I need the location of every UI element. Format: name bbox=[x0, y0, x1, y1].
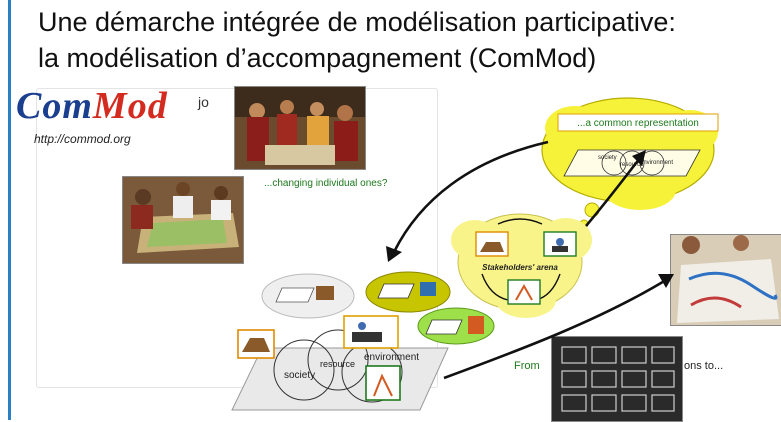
individual-cloud-green bbox=[417, 307, 495, 345]
venn-society-base: society bbox=[284, 370, 315, 381]
base-platform bbox=[231, 315, 449, 411]
venn-resource-top: resource bbox=[620, 162, 644, 168]
photo-villagers-board bbox=[122, 176, 244, 264]
arrow-to-common-head bbox=[632, 150, 646, 166]
changing-individual-label: ...changing individual ones? bbox=[264, 178, 388, 189]
logo-com: Com bbox=[16, 85, 93, 127]
photo-map-table bbox=[670, 234, 781, 326]
individual-cloud-grey bbox=[261, 273, 355, 319]
venn-environment-top: environment bbox=[640, 160, 673, 166]
title-line-2: la modélisation d’accompagnement (ComMod… bbox=[38, 43, 597, 73]
stakeholders-arena-cloud bbox=[451, 213, 592, 318]
photo-blackboard bbox=[551, 336, 683, 422]
venn-environment-base: environment bbox=[364, 352, 419, 363]
photo-monks-game bbox=[234, 86, 366, 170]
common-representation-label-box bbox=[557, 113, 719, 132]
arrow-to-photos bbox=[443, 278, 667, 380]
arrow-to-individual bbox=[392, 140, 549, 253]
individual-cloud-olive bbox=[365, 271, 451, 313]
slide-left-border bbox=[8, 0, 11, 420]
from-label: From bbox=[514, 360, 540, 372]
arrow-to-individual-head bbox=[386, 246, 402, 262]
ons-to-label: ons to... bbox=[684, 360, 723, 372]
title-line-1: Une démarche intégrée de modélisation pa… bbox=[38, 7, 676, 37]
commod-url: http://commod.org bbox=[34, 132, 131, 146]
logo-mod: Mod bbox=[92, 85, 168, 127]
stakeholders-arena-label: Stakeholders' arena bbox=[482, 263, 558, 272]
arrow-to-photos-head bbox=[658, 274, 674, 288]
slide-title: Une démarche intégrée de modélisation pa… bbox=[38, 4, 778, 76]
logo-tail-text: jo bbox=[198, 94, 209, 110]
venn-resource-base: resource bbox=[320, 359, 355, 369]
commod-logo: ComMod bbox=[16, 84, 168, 128]
venn-society-top: society bbox=[598, 155, 617, 161]
common-representation-label: ...a common representation bbox=[577, 118, 699, 129]
arrow-to-common bbox=[585, 157, 642, 227]
